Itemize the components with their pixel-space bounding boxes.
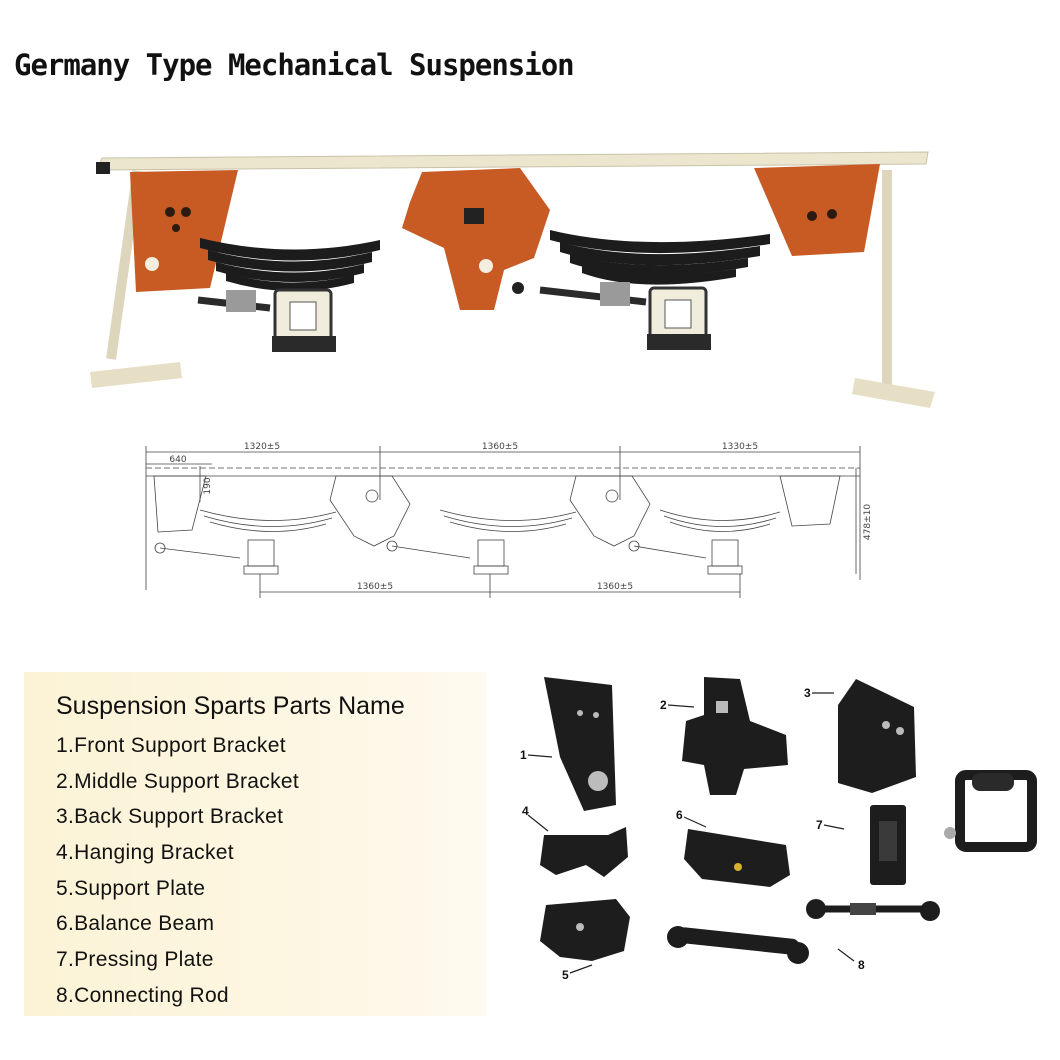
middle-support-bracket [682, 677, 788, 795]
dim-span-3: 1330±5 [722, 442, 758, 452]
part-item: 7.Pressing Plate [56, 948, 214, 972]
dim-height-total: 478±10 [863, 504, 873, 540]
parts-photos: 1 2 3 4 5 6 7 8 [520, 677, 1037, 982]
dimension-drawing: 1320±5 1360±5 1330±5 640 190 478±10 1360… [145, 442, 873, 598]
part-item: 1.Front Support Bracket [56, 734, 286, 757]
part-item: 4.Hanging Bracket [56, 841, 234, 865]
dim-span-2: 1360±5 [482, 442, 518, 452]
dim-height-small: 190 [203, 477, 213, 494]
back-support-bracket [838, 679, 916, 793]
callout-5: 5 [562, 968, 569, 982]
part-item: 6.Balance Beam [56, 912, 215, 936]
hanging-bracket [540, 827, 628, 877]
suspension-photo [90, 151, 935, 408]
parts-panel: Suspension Sparts Parts Name 1.Front Sup… [24, 672, 486, 1016]
part-item: 8.Connecting Rod [56, 983, 229, 1007]
dim-overhang: 640 [169, 455, 186, 465]
callout-4: 4 [522, 804, 529, 818]
dim-span-1: 1320±5 [244, 442, 280, 452]
callout-3: 3 [804, 686, 811, 700]
parts-heading: Suspension Sparts Parts Name [56, 692, 405, 720]
callout-7: 7 [816, 818, 823, 832]
callout-2: 2 [660, 698, 667, 712]
dim-bottom-span-1: 1360±5 [357, 582, 393, 592]
front-support-bracket [544, 677, 616, 811]
connecting-rod [806, 899, 940, 921]
parts-list: 1.Front Support Bracket 2.Middle Support… [56, 728, 299, 1014]
part-item: 2.Middle Support Bracket [56, 769, 299, 793]
page-title: Germany Type Mechanical Suspension [14, 48, 575, 82]
callout-8: 8 [858, 958, 865, 972]
dim-bottom-span-2: 1360±5 [597, 582, 633, 592]
part-item: 3.Back Support Bracket [56, 805, 284, 829]
callout-1: 1 [520, 748, 527, 762]
part-item: 5.Support Plate [56, 876, 206, 900]
balance-beam [684, 829, 790, 887]
connecting-rod-link [676, 927, 800, 955]
support-plate [540, 899, 630, 961]
callout-6: 6 [676, 808, 683, 822]
